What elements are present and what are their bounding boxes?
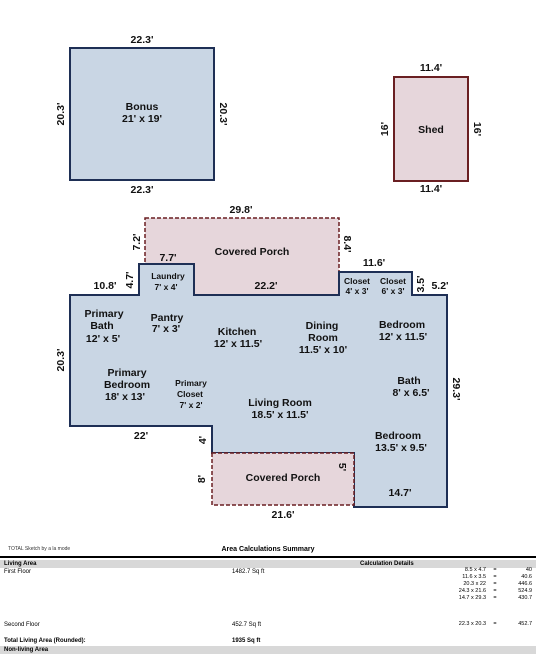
- living-room-size: 18.5' x 11.5': [252, 409, 309, 421]
- right-side-dim: 29.3': [450, 378, 462, 401]
- calc-details-label: Calculation Details: [360, 561, 414, 567]
- second-floor-label: Second Floor: [4, 622, 40, 628]
- primary-closet-label: Primary: [175, 378, 207, 388]
- calc-line: 11.6 x 3.5=40.6: [462, 574, 532, 580]
- primary-bedroom-label-2: Bedroom: [104, 379, 150, 391]
- left-bottom-dim: 22': [134, 430, 148, 442]
- bedroom1-size: 12' x 11.5': [379, 331, 427, 343]
- covered-porch-bottom: [211, 452, 355, 506]
- laundry-size: 7' x 4': [155, 282, 178, 292]
- primary-closet-size: 7' x 2': [180, 400, 203, 410]
- bath-label: Bath: [397, 375, 420, 387]
- bedroom2-label: Bedroom: [375, 430, 421, 442]
- laundry-left-dim: 4.7': [124, 271, 136, 288]
- primary-bath-label: Primary: [84, 308, 123, 320]
- closet2-label: Closet: [380, 276, 406, 286]
- shed: [393, 76, 469, 182]
- porch-right-dim: 8.4': [341, 235, 353, 252]
- shed-right-dim: 16': [471, 122, 483, 136]
- total-label: Total Living Area (Rounded):: [4, 638, 86, 644]
- shed-top-dim: 11.4': [420, 62, 442, 74]
- notch-dim: 4': [197, 436, 209, 444]
- covered-porch-bottom-label: Covered Porch: [246, 472, 321, 484]
- porch-bottom-dim: 22.2': [255, 280, 278, 292]
- closet1-label: Closet: [344, 276, 370, 286]
- calc-line: 8.5 x 4.7=40: [464, 567, 532, 573]
- primary-bath-size: 12' x 5': [86, 333, 120, 345]
- right-top2-dim: 5.2': [431, 280, 448, 292]
- right-bottom-dim: 14.7': [389, 487, 412, 499]
- primary-closet-label-2: Closet: [177, 389, 203, 399]
- floor-plan-sketch: Bonus 21' x 19' 22.3' 22.3' 20.3' 20.3' …: [55, 34, 483, 521]
- shed-left-dim: 16': [379, 122, 391, 136]
- pantry-label: Pantry: [151, 312, 184, 324]
- calc-line: 14.7 x 29.3=430.7: [458, 595, 532, 601]
- kitchen-size: 12' x 11.5': [214, 338, 262, 350]
- porch-step-dim: 7.7': [159, 252, 176, 264]
- closet2-size: 6' x 3': [382, 286, 405, 296]
- first-floor-label: First Floor: [4, 569, 31, 575]
- left-top-dim: 10.8': [94, 280, 117, 292]
- closet1-size: 4' x 3': [346, 286, 369, 296]
- porch-top-dim: 29.8': [230, 204, 253, 216]
- laundry-label: Laundry: [151, 271, 185, 281]
- first-floor-area: 1482.7 Sq ft: [232, 569, 265, 575]
- bonus-left-dim: 20.3': [55, 103, 67, 126]
- primary-bedroom-label: Primary: [107, 367, 146, 379]
- bonus-size: 21' x 19': [122, 113, 162, 125]
- primary-bath-label-2: Bath: [90, 320, 113, 332]
- living-room-label: Living Room: [248, 397, 312, 409]
- calc-line: 24.3 x 21.6=524.9: [458, 588, 532, 594]
- porch-bottom-width-dim: 21.6': [272, 509, 295, 521]
- shed-label: Shed: [418, 124, 444, 136]
- first-floor-calcs: 8.5 x 4.7=40 11.6 x 3.5=40.6 20.3 x 22=4…: [440, 567, 532, 602]
- bonus-top-dim: 22.3': [131, 34, 154, 46]
- total-value: 1935 Sq ft: [232, 638, 261, 644]
- porch-left-dim: 7.2': [131, 233, 143, 250]
- bonus-label: Bonus: [126, 101, 159, 113]
- porch-bottom-left-dim: 8': [196, 475, 208, 483]
- shed-bottom-dim: 11.4': [420, 183, 442, 195]
- non-living-header: Non-living Area: [0, 646, 536, 654]
- living-area-header: Living Area Calculation Details: [0, 560, 536, 568]
- dining-label-2: Room: [308, 332, 338, 344]
- second-floor-calcs: 22.3 x 20.3=452.7: [440, 621, 532, 628]
- left-side-dim: 20.3': [55, 349, 67, 372]
- calc-line: 22.3 x 20.3=452.7: [458, 621, 532, 627]
- pantry-size: 7' x 3': [152, 323, 180, 335]
- living-area-label: Living Area: [4, 561, 37, 567]
- right-step-dim: 3.5': [415, 275, 427, 292]
- bedroom1-label: Bedroom: [379, 319, 425, 331]
- porch-bottom-right-dim: 5': [336, 463, 348, 471]
- summary-divider: [0, 556, 536, 558]
- dining-label: Dining: [306, 320, 339, 332]
- calc-line: 20.3 x 22=446.6: [463, 581, 532, 587]
- bedroom2-size: 13.5' x 9.5': [375, 442, 427, 454]
- primary-bedroom-size: 18' x 13': [105, 391, 145, 403]
- right-top1-dim: 11.6': [363, 257, 385, 269]
- bonus-room: [69, 47, 215, 181]
- bath-size: 8' x 6.5': [392, 387, 429, 399]
- dining-size: 11.5' x 10': [299, 344, 347, 356]
- non-living-label: Non-living Area: [4, 647, 49, 653]
- main-floor: [69, 263, 448, 508]
- bonus-bottom-dim: 22.3': [131, 184, 154, 196]
- covered-porch-top-label: Covered Porch: [215, 246, 290, 258]
- second-floor-area: 452.7 Sq ft: [232, 622, 262, 628]
- summary-title: Area Calculations Summary: [221, 546, 315, 553]
- bonus-right-dim: 20.3': [217, 103, 229, 126]
- sketch-credit: TOTAL Sketch by a la mode: [8, 546, 71, 552]
- kitchen-label: Kitchen: [218, 326, 257, 338]
